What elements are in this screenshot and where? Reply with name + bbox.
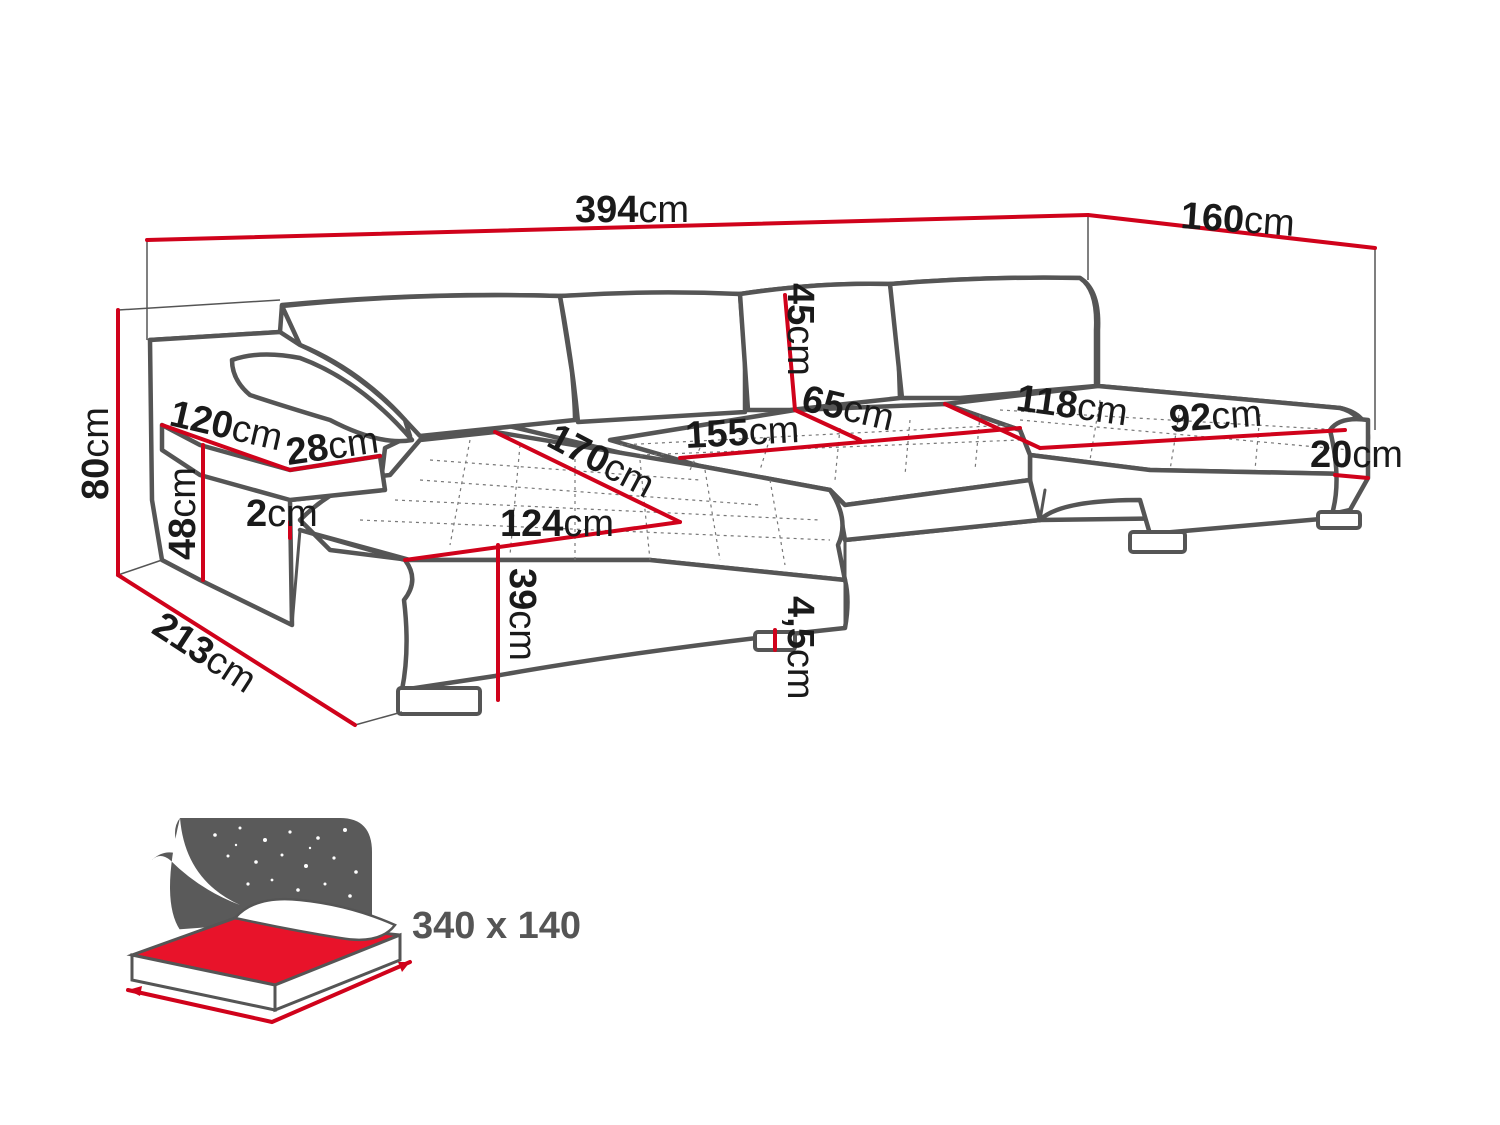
guide-lines: [117, 215, 1376, 726]
line-45: [783, 293, 797, 412]
label-39: 39cm: [501, 568, 543, 661]
line-20: [1333, 473, 1370, 480]
left-chaise-base: [297, 527, 850, 693]
line-120: [160, 423, 292, 472]
line-170: [493, 430, 682, 524]
bed-pillow-icon: [232, 897, 397, 942]
dimension-labels: 394cm 160cm 80cm 213cm 120cm 28cm 48cm 2…: [75, 189, 1403, 702]
label-45: 45cm: [779, 283, 821, 376]
line-160: [1086, 213, 1377, 250]
label-20: 20cm: [1310, 434, 1403, 476]
stars-icon: [160, 826, 358, 914]
label-2: 2cm: [246, 493, 318, 535]
line-28: [288, 454, 382, 472]
label-92: 92cm: [1168, 393, 1264, 441]
label-213: 213cm: [145, 604, 264, 701]
dimension-lines: [116, 213, 1377, 727]
line-124: [403, 520, 682, 562]
leg-front-left: [396, 686, 482, 716]
pillow: [229, 352, 415, 444]
label-48: 48cm: [162, 467, 204, 560]
label-394: 394cm: [575, 189, 689, 231]
line-155: [678, 426, 1022, 460]
back-cushion-4: [887, 275, 1099, 401]
label-160: 160cm: [1179, 195, 1296, 245]
line-394: [145, 213, 1090, 242]
bed-size-label: 340 x 140: [412, 905, 581, 947]
label-155: 155cm: [684, 409, 800, 457]
sleep-function-icon: 340 x 140: [126, 818, 581, 1024]
line-65: [793, 408, 862, 442]
base-edges: [290, 488, 1152, 630]
leg-right-back: [1316, 510, 1362, 530]
label-118: 118cm: [1014, 377, 1131, 434]
line-92: [1038, 428, 1347, 450]
sofa-drawing: [147, 275, 1371, 716]
back-cushion-2: [557, 290, 748, 425]
line-213: [116, 573, 357, 727]
label-28: 28cm: [283, 419, 381, 474]
leg-right-front: [1128, 530, 1187, 554]
label-80: 80cm: [75, 407, 117, 500]
label-124: 124cm: [500, 503, 614, 545]
tufting-seams: [359, 399, 1351, 566]
line-118: [943, 402, 1042, 450]
left-armrest-top: [159, 422, 388, 503]
label-4-5: 4,5cm: [779, 596, 821, 699]
